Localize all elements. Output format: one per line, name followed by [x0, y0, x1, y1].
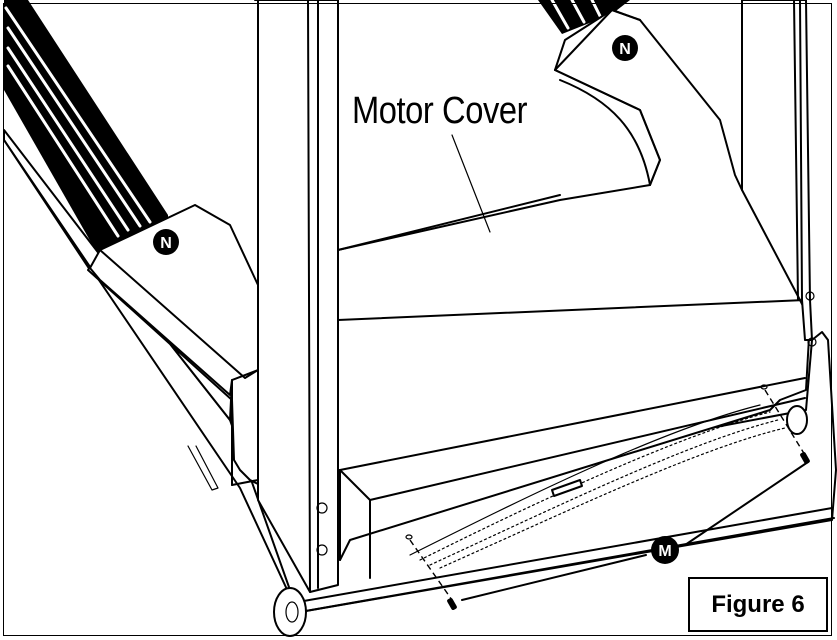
base-frame — [3, 129, 837, 613]
left-rail-stripes — [4, 0, 168, 258]
motor-cover-label: Motor Cover — [352, 90, 528, 132]
m-leader-left — [461, 554, 647, 601]
callout-n-right: N — [612, 35, 638, 61]
figure-caption: Figure 6 — [711, 590, 805, 618]
m-leader-right — [684, 461, 809, 546]
figure-caption-box: Figure 6 — [688, 577, 828, 632]
callout-m: M — [651, 536, 679, 564]
svg-text:N: N — [160, 235, 172, 252]
callout-n-left: N — [153, 229, 179, 255]
motor-cover-leader — [451, 134, 491, 233]
right-rail-stripes — [538, 0, 630, 34]
svg-text:N: N — [619, 41, 631, 58]
uprights — [254, 0, 817, 593]
svg-text:M: M — [658, 543, 671, 560]
screws — [405, 384, 810, 610]
wheels — [273, 405, 808, 637]
